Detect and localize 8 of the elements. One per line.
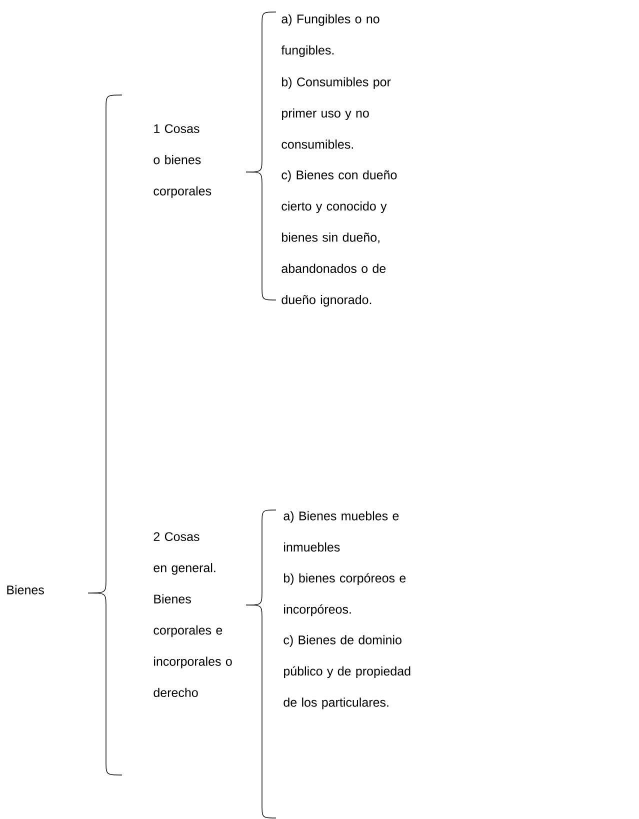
classification-text: c) Bienes de dominio público y de propiedad de los particulares.	[284, 635, 410, 710]
classification-text: a) Fungibles o no fungibles.	[281, 14, 380, 58]
classification-text: 1 Cosas o bienes corporales	[154, 124, 212, 198]
classification-text: b) Consumibles por primer uso y no consumibles.	[282, 77, 391, 149]
classification-text: b) bienes corpóreos e incorpóreos.	[284, 573, 406, 616]
classification-text: c) Bienes con dueño cierto y conocido y bienes sin dueño, abandonados o de dueño ignorado.	[282, 170, 397, 307]
root-label: Bienes	[7, 585, 44, 594]
classification-text: 2 Cosas en general. Bienes corporales e incorporales o derecho	[154, 532, 232, 698]
